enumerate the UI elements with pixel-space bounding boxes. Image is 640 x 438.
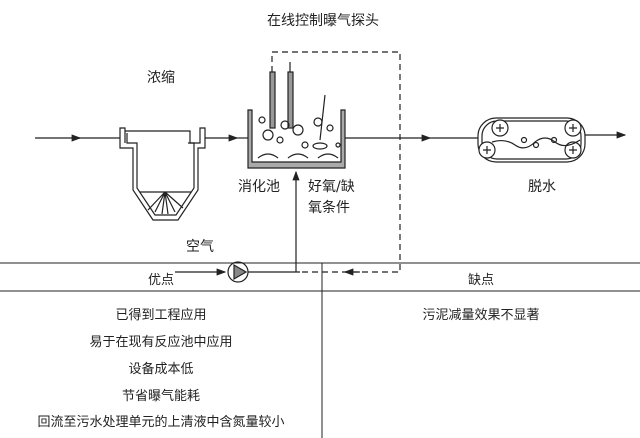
condition-label-1: 好氧/缺: [308, 179, 355, 195]
condition-label-2: 氧条件: [308, 200, 350, 216]
header-advantages: 优点: [147, 273, 175, 288]
header-disadvantages: 缺点: [467, 273, 495, 288]
advantage-item: 已得到工程应用: [115, 308, 207, 323]
thickening-label: 浓缩: [147, 70, 175, 86]
thickener-tank: [119, 127, 206, 221]
advantage-item: 设备成本低: [128, 362, 194, 377]
belt-press: [477, 117, 586, 163]
digester-tank: [247, 51, 401, 273]
air-label: 空气: [186, 239, 214, 255]
probe-label: 在线控制曝气探头: [267, 13, 379, 29]
disadvantage-item: 污泥减量效果不显著: [422, 308, 540, 323]
air-pump-icon: [227, 261, 249, 283]
advantage-item: 回流至污水处理单元的上清液中含氮量较小: [37, 415, 285, 430]
advantage-item: 节省曝气能耗: [121, 389, 201, 404]
digester-label: 消化池: [238, 179, 280, 195]
advantage-item: 易于在现有反应池中应用: [89, 335, 233, 350]
dewatering-label: 脱水: [528, 179, 556, 195]
